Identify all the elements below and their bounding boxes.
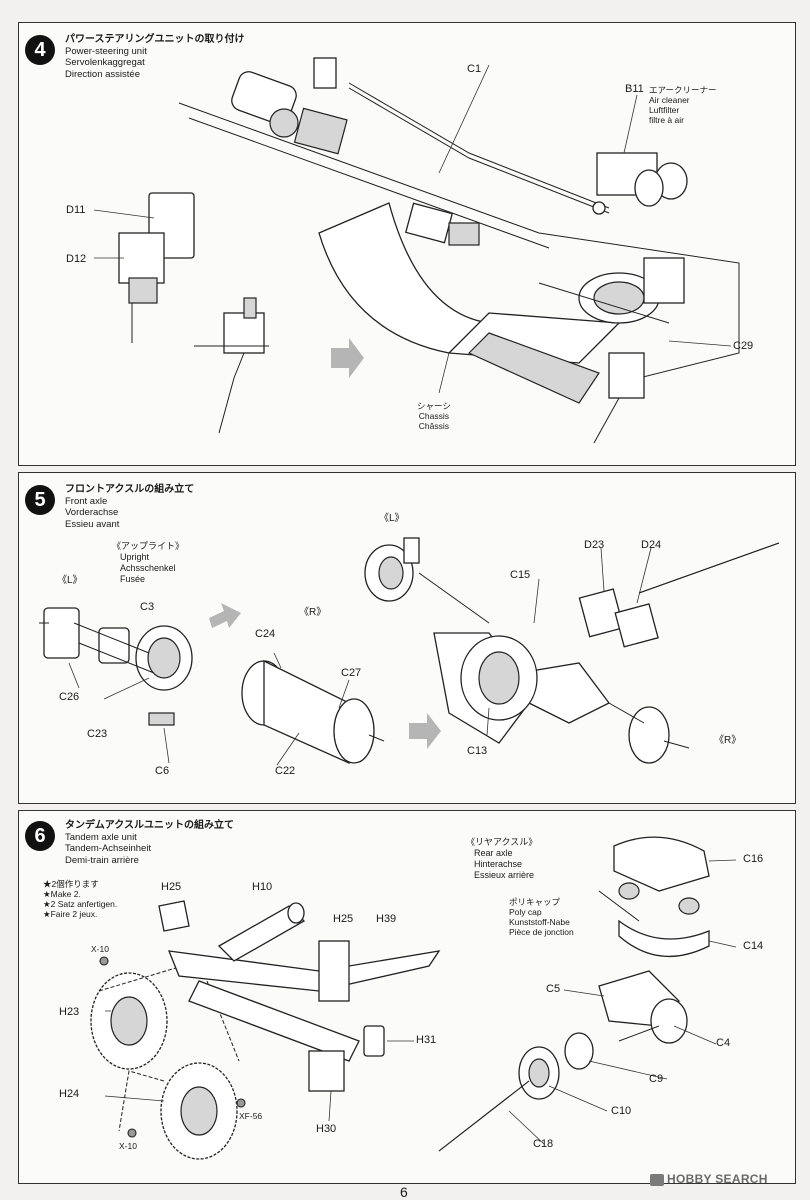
part-label-c10: C10 bbox=[611, 1105, 632, 1117]
part-label-c5: C5 bbox=[546, 983, 561, 995]
part-label-h10: H10 bbox=[252, 881, 273, 893]
step-6-panel: 6 タンデムアクスルユニットの組み立て Tandem axle unit Tan… bbox=[18, 810, 796, 1184]
title-fr: Direction assistée bbox=[65, 68, 140, 80]
step-title: フロントアクスルの組み立て Front axle Vorderachse Ess… bbox=[65, 484, 194, 530]
chassis-fr: Châssis bbox=[418, 421, 450, 431]
part-label-c26: C26 bbox=[59, 691, 80, 703]
left-side-label: 《L》 bbox=[57, 575, 83, 586]
poly-jp: ポリキャップ bbox=[509, 897, 561, 907]
upright-jp: 《アップライト》 bbox=[112, 541, 185, 551]
chassis-jp: シャーシ bbox=[417, 401, 451, 411]
part-label-h30: H30 bbox=[316, 1123, 337, 1135]
c1-end-part bbox=[313, 57, 337, 89]
part-label-c13: C13 bbox=[467, 745, 488, 757]
upright-de: Achsschenkel bbox=[120, 563, 176, 573]
watermark-logo-icon bbox=[650, 1173, 664, 1186]
note-de: ★2 Satz anfertigen. bbox=[43, 899, 118, 909]
part-label-h31: H31 bbox=[416, 1034, 437, 1046]
part-label-c29: C29 bbox=[733, 340, 754, 352]
upright-fr: Fusée bbox=[120, 574, 146, 584]
left-side-label-top: 《L》 bbox=[379, 513, 405, 524]
title-de: Vorderachse bbox=[65, 507, 119, 518]
title-de: Servolenkaggregat bbox=[65, 57, 145, 68]
paint-label-xf56: XF-56 bbox=[239, 1111, 263, 1121]
title-fr: Essieu avant bbox=[65, 518, 120, 530]
c16-part bbox=[613, 836, 710, 892]
title-jp: タンデムアクスルユニットの組み立て bbox=[65, 820, 234, 831]
paint-label-x10-top: X-10 bbox=[91, 944, 109, 954]
paint-label-x10-bottom: X-10 bbox=[119, 1141, 137, 1151]
poly-en: Poly cap bbox=[509, 907, 542, 917]
part-label-d24: D24 bbox=[641, 539, 662, 551]
part-label-c22: C22 bbox=[275, 765, 296, 777]
air-cleaner-jp: エアークリーナー bbox=[649, 85, 717, 95]
title-en: Tandem axle unit bbox=[65, 831, 137, 843]
part-label-c14: C14 bbox=[743, 940, 764, 952]
make-two-note: ★2個作ります ★Make 2. ★2 Satz anfertigen. ★Fa… bbox=[43, 879, 117, 919]
rear-jp: 《リヤアクスル》 bbox=[466, 837, 538, 847]
title-fr: Demi-train arrière bbox=[65, 854, 139, 866]
part-label-h24: H24 bbox=[59, 1088, 80, 1100]
chassis-en: Chassis bbox=[418, 411, 450, 421]
air-cleaner-de: Luftfilter bbox=[649, 105, 680, 115]
part-label-h23: H23 bbox=[59, 1006, 80, 1018]
step-title: タンデムアクスルユニットの組み立て Tandem axle unit Tande… bbox=[65, 820, 234, 866]
part-label-c3: C3 bbox=[140, 601, 155, 613]
step-4-drawing bbox=[93, 57, 740, 444]
rear-en: Rear axle bbox=[474, 848, 513, 858]
right-side-label-2: 《R》 bbox=[714, 735, 742, 746]
part-label-c23: C23 bbox=[87, 728, 108, 740]
note-fr: ★Faire 2 jeux. bbox=[43, 909, 98, 919]
part-label-c27: C27 bbox=[341, 667, 362, 679]
part-label-c24: C24 bbox=[255, 628, 276, 640]
rear-fr: Essieux arrière bbox=[474, 870, 535, 880]
part-label-b11: B11 bbox=[625, 83, 644, 95]
part-label-d11: D11 bbox=[66, 204, 86, 216]
part-label-d23: D23 bbox=[584, 539, 605, 551]
page-number: 6 bbox=[400, 1184, 408, 1200]
air-cleaner-en: Air cleaner bbox=[649, 95, 690, 105]
part-label-h25-left: H25 bbox=[161, 881, 182, 893]
part-label-c18: C18 bbox=[533, 1138, 554, 1150]
title-en: Front axle bbox=[65, 495, 108, 507]
poly-cap-text: ポリキャップ Poly cap Kunststoff-Nabe Pièce de… bbox=[509, 897, 574, 937]
chassis-text: シャーシ Chassis Châssis bbox=[417, 401, 451, 431]
part-label-c16: C16 bbox=[743, 853, 764, 865]
rear-de: Hinterachse bbox=[474, 859, 523, 869]
title-de: Tandem-Achseinheit bbox=[65, 843, 152, 854]
part-label-c4: C4 bbox=[716, 1037, 731, 1049]
step-5-panel: 5 フロントアクスルの組み立て Front axle Vorderachse E… bbox=[18, 472, 796, 804]
step-number: 5 bbox=[25, 485, 55, 515]
upright-text: 《アップライト》 Upright Achsschenkel Fusée bbox=[112, 541, 184, 585]
part-label-h39: H39 bbox=[376, 913, 397, 925]
step-number: 6 bbox=[25, 821, 55, 851]
note-jp: ★2個作ります bbox=[43, 879, 99, 889]
title-en: Power-steering unit bbox=[65, 45, 147, 57]
step-4-panel: 4 パワーステアリングユニットの取り付け Power-steering unit… bbox=[18, 22, 796, 466]
part-label-c1: C1 bbox=[467, 63, 482, 75]
part-label-c6: C6 bbox=[155, 765, 170, 777]
step-5-drawing bbox=[39, 537, 780, 766]
part-label-c15: C15 bbox=[510, 569, 531, 581]
upright-en: Upright bbox=[120, 552, 150, 562]
note-en: ★Make 2. bbox=[43, 889, 81, 899]
poly-de: Kunststoff-Nabe bbox=[509, 917, 570, 927]
rear-axle-text: 《リヤアクスル》 Rear axle Hinterachse Essieux a… bbox=[466, 837, 537, 881]
watermark: HOBBY SEARCH bbox=[650, 1172, 768, 1186]
part-label-d12: D12 bbox=[66, 253, 87, 265]
step-6-drawing bbox=[90, 836, 737, 1160]
air-cleaner-fr: filtre à air bbox=[649, 115, 684, 125]
poly-fr: Pièce de jonction bbox=[509, 927, 574, 937]
title-jp: フロントアクスルの組み立て bbox=[65, 484, 195, 495]
c14-part bbox=[618, 919, 710, 957]
part-label-c9: C9 bbox=[649, 1073, 664, 1085]
step-title: パワーステアリングユニットの取り付け Power-steering unit S… bbox=[65, 34, 245, 80]
air-cleaner-text: エアークリーナー Air cleaner Luftfilter filtre à… bbox=[649, 85, 717, 125]
part-label-h25-right: H25 bbox=[333, 913, 354, 925]
watermark-text: HOBBY SEARCH bbox=[667, 1172, 768, 1186]
right-side-label: 《R》 bbox=[299, 607, 327, 618]
title-jp: パワーステアリングユニットの取り付け bbox=[65, 34, 245, 45]
step-number: 4 bbox=[25, 35, 55, 65]
direction-arrow bbox=[331, 338, 364, 378]
